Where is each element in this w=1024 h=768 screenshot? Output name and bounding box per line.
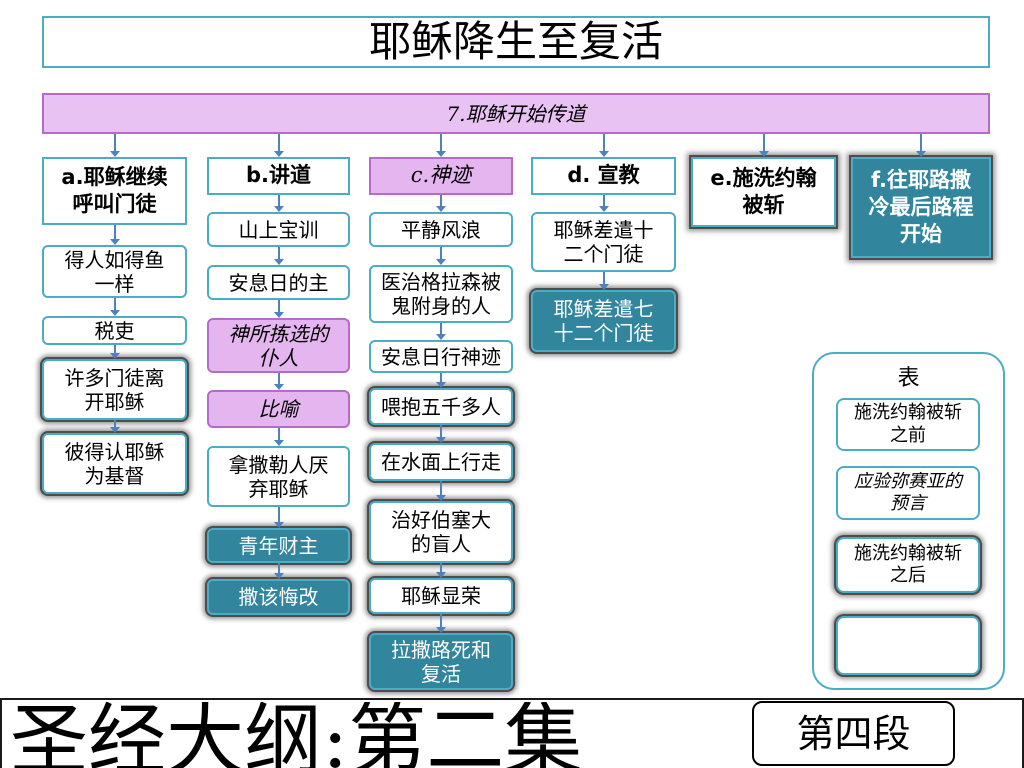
column-c-node: 安息日行神迹 (369, 323, 513, 373)
column-f: f.往耶路撒 冷最后路程 开始 (851, 0, 991, 700)
segment-label: 第四段 (752, 701, 955, 766)
column-b-node: 撒该悔改 (207, 563, 350, 615)
column-d-node: 耶稣差遣十 二个门徒 (531, 195, 676, 272)
column-a-node: 税吏 (42, 298, 187, 345)
column-d-node: 耶稣差遣七 十二个门徒 (531, 272, 676, 352)
column-f-header: f.往耶路撒 冷最后路程 开始 (851, 134, 991, 258)
column-c-node: 在水面上行走 (369, 425, 513, 481)
column-b-node: 青年财主 (207, 507, 350, 563)
column-c-node: 治好伯塞大 的盲人 (369, 481, 513, 563)
legend-item-prophecy: 应验弥赛亚的 预言 (836, 466, 980, 520)
column-a-node: 彼得认耶稣 为基督 (42, 420, 187, 494)
column-d: d. 宣教 耶稣差遣十 二个门徒 耶稣差遣七 十二个门徒 (531, 0, 676, 700)
column-c-header: c.神迹 (369, 134, 513, 195)
column-a-header: a.耶稣继续 呼叫门徒 (42, 134, 187, 225)
column-c-node: 医治格拉森被 鬼附身的人 (369, 247, 513, 323)
legend-item-after: 施洗约翰被斩 之后 (836, 537, 980, 593)
column-e: e.施洗约翰 被斩 (691, 0, 836, 700)
column-e-header: e.施洗约翰 被斩 (691, 134, 836, 227)
column-c-node: 平静风浪 (369, 195, 513, 247)
footer-bar: 圣经大纲:第二集 第四段 (0, 698, 1024, 768)
slide-title: 耶稣降生至复活 (42, 16, 990, 68)
column-b-node: 比喻 (207, 373, 350, 428)
column-b-node: 山上宝训 (207, 195, 350, 247)
column-c: c.神迹 平静风浪 医治格拉森被 鬼附身的人 安息日行神迹 喂抱五千多人 在水面… (369, 0, 513, 700)
column-b: b.讲道 山上宝训 安息日的主 神所拣选的 仆人 比喻 拿撒勒人厌 弃耶稣 青年… (207, 0, 350, 700)
column-c-node: 耶稣显荣 (369, 563, 513, 614)
series-title: 圣经大纲:第二集 (10, 702, 583, 768)
legend-box: 表 施洗约翰被斩 之前 应验弥赛亚的 预言 施洗约翰被斩 之后 往耶路撒冷最 后… (812, 352, 1005, 690)
column-d-header: d. 宣教 (531, 134, 676, 195)
section-banner: 7.耶稣开始传道 (42, 93, 990, 134)
column-b-node: 拿撒勒人厌 弃耶稣 (207, 428, 350, 507)
column-a: a.耶稣继续 呼叫门徒 得人如得鱼 一样 税吏 许多门徒离 开耶稣 彼得认耶稣 … (42, 0, 187, 700)
column-b-node: 安息日的主 (207, 247, 350, 300)
column-c-node: 拉撒路死和 复活 (369, 614, 513, 690)
legend-title: 表 (897, 366, 920, 391)
column-a-node: 得人如得鱼 一样 (42, 225, 187, 298)
column-a-node: 许多门徒离 开耶稣 (42, 345, 187, 420)
column-c-node: 喂抱五千多人 (369, 373, 513, 425)
column-b-node: 神所拣选的 仆人 (207, 300, 350, 373)
legend-item-final: 往耶路撒冷最 后路程 (836, 616, 980, 675)
column-b-header: b.讲道 (207, 134, 350, 195)
legend-item-before: 施洗约翰被斩 之前 (836, 398, 980, 451)
